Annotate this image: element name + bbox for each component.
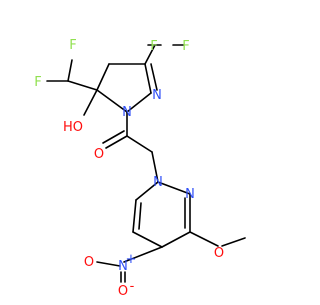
bonds xyxy=(46,44,246,283)
bond xyxy=(126,92,152,113)
bond xyxy=(123,246,163,263)
charge-plus: + xyxy=(126,252,137,267)
bond xyxy=(83,89,98,116)
bond xyxy=(189,231,219,247)
bond xyxy=(126,135,153,153)
bond xyxy=(67,59,73,82)
atom-n-pyrazoline-1: N xyxy=(122,105,132,120)
bond xyxy=(96,89,128,113)
bond xyxy=(157,181,191,195)
bond xyxy=(102,130,125,144)
bond xyxy=(161,231,191,248)
atom-n-pyrazoline-2: N xyxy=(152,88,162,103)
bond xyxy=(67,80,98,91)
atom-n-pyrazole-2: N xyxy=(185,187,195,202)
bond xyxy=(221,237,246,247)
bond xyxy=(105,135,128,149)
bond xyxy=(135,181,159,201)
atom-o-nitro-bottom: O xyxy=(118,284,128,299)
atom-f1: F xyxy=(150,39,157,54)
structure-diagram: F F F F N N N N N + HO O O O O - xyxy=(34,38,246,299)
bond xyxy=(150,63,158,91)
atom-labels: F F F F N N N N N + HO O O O O - xyxy=(34,38,224,299)
atom-o-carbonyl: O xyxy=(94,147,104,162)
bond xyxy=(96,261,121,267)
bond xyxy=(151,151,159,183)
bond xyxy=(144,63,152,94)
atom-n-nitro: N xyxy=(118,259,128,274)
bond xyxy=(132,231,163,248)
charge-minus: - xyxy=(130,279,135,294)
bond xyxy=(96,63,110,91)
atom-f4: F xyxy=(34,75,41,90)
atom-o-methoxy: O xyxy=(214,246,224,261)
bond xyxy=(144,44,156,65)
atom-f3: F xyxy=(69,38,76,53)
bond xyxy=(138,202,142,230)
atom-o-nitro-left: O xyxy=(84,255,94,270)
atom-f2: F xyxy=(182,39,189,54)
atom-n-pyrazole-1: N xyxy=(153,175,163,190)
bond xyxy=(132,199,137,233)
atom-hydroxyl: HO xyxy=(63,120,83,135)
molecule-drawing: F F F F N N N N N + HO O O O O - xyxy=(34,38,246,299)
